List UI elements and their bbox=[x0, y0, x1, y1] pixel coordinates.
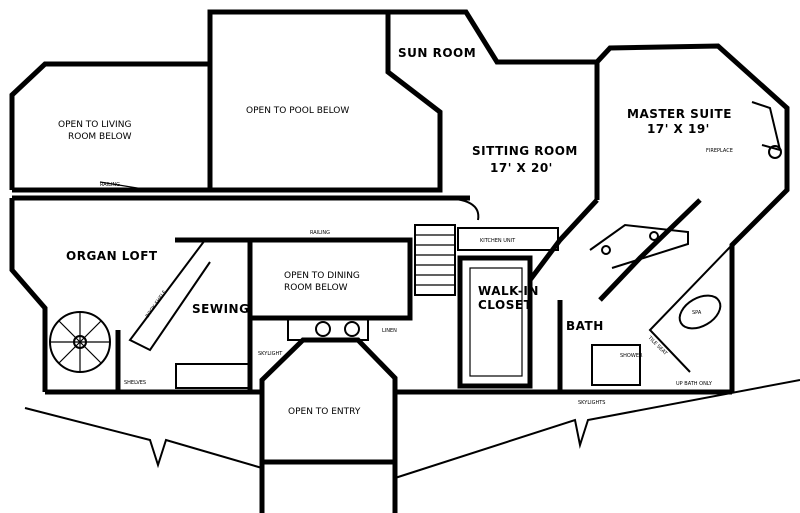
sitting-dims: 17' X 20' bbox=[490, 161, 553, 175]
master-suite-label: MASTER SUITE bbox=[627, 107, 732, 121]
skylight-right-label: SKYLIGHTS bbox=[578, 400, 605, 406]
linen-label: LINEN bbox=[382, 328, 397, 334]
master-suite-dims: 17' X 19' bbox=[647, 122, 710, 136]
up-bath-only-label: UP BATH ONLY bbox=[676, 381, 713, 387]
book-shelf-label: BOOK SHELF bbox=[145, 290, 168, 320]
open-entry-label: OPEN TO ENTRY bbox=[288, 407, 361, 417]
open-pool-label: OPEN TO POOL BELOW bbox=[246, 106, 349, 116]
skylight-left-label: SKYLIGHT bbox=[258, 351, 283, 357]
bath-label: BATH bbox=[566, 319, 604, 333]
kitchen-unit-label: KITCHEN UNIT bbox=[480, 238, 516, 244]
break-lines bbox=[24, 379, 800, 479]
spa-tub bbox=[678, 294, 722, 330]
sun-room-label: SUN ROOM bbox=[398, 46, 476, 60]
dining-room-below-label: ROOM BELOW bbox=[284, 283, 348, 293]
open-dining-label: OPEN TO DINING bbox=[284, 271, 360, 281]
sitting-room-label: SITTING ROOM bbox=[472, 144, 578, 158]
walk-in-label: WALK-IN bbox=[478, 284, 539, 298]
exterior-walls bbox=[9, 9, 790, 395]
room-below-label: ROOM BELOW bbox=[68, 132, 132, 142]
interior-walls bbox=[99, 101, 782, 513]
organ-loft-label: ORGAN LOFT bbox=[66, 249, 158, 263]
railing-mid-label: RAILING bbox=[310, 230, 330, 236]
sewing-label: SEWING bbox=[192, 302, 249, 316]
fireplace-label: FIREPLACE bbox=[706, 148, 733, 154]
closet-label: CLOSET bbox=[478, 298, 533, 312]
kitchen-sinks bbox=[315, 321, 360, 337]
railing-top-label: RAILING bbox=[100, 182, 120, 188]
shelves-label: SHELVES bbox=[124, 380, 146, 386]
spiral-stair bbox=[49, 311, 111, 373]
open-living-label: OPEN TO LIVING bbox=[58, 120, 131, 130]
spa-label: SPA bbox=[692, 310, 702, 316]
shower-label: SHOWER bbox=[620, 353, 643, 359]
room-labels: SUN ROOM MASTER SUITE 17' X 19' OPEN TO … bbox=[58, 46, 733, 417]
